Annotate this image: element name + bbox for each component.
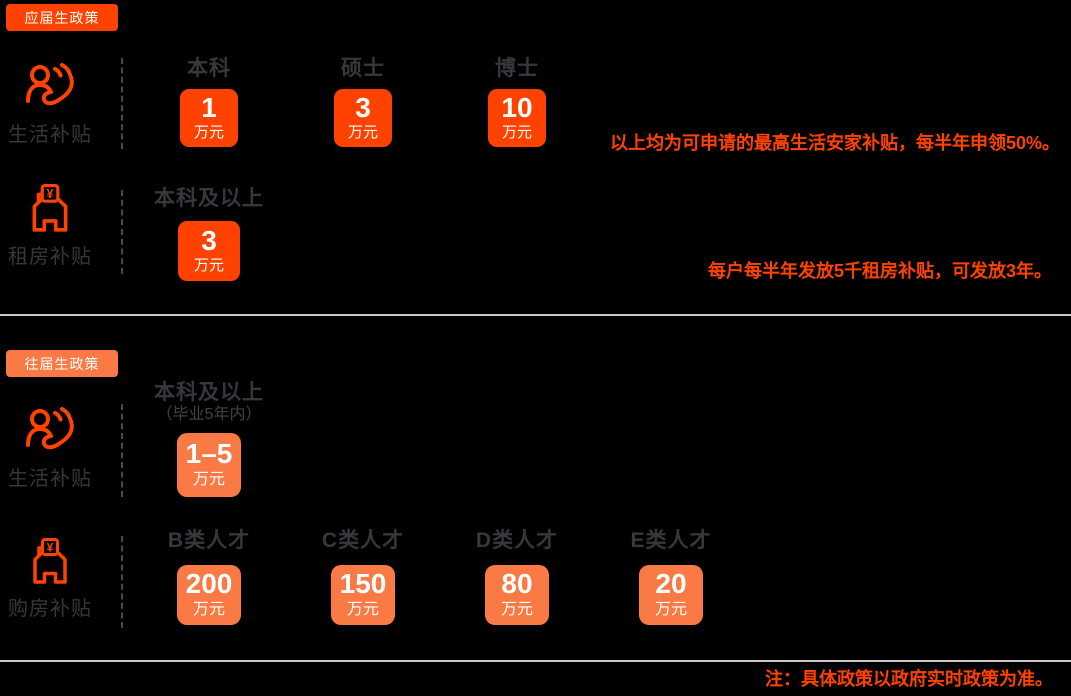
row-label: 生活补贴 xyxy=(8,124,92,146)
degree-label: 本科及以上 xyxy=(154,187,264,210)
degree-column: 博士 10 万元 xyxy=(440,57,594,147)
previous-graduates-badge: 往届生政策 xyxy=(6,350,118,377)
subsidy-value-box: 80 万元 xyxy=(485,565,549,625)
living-subsidy-columns-1: 本科 1 万元 硕士 3 万元 博士 10 万元 xyxy=(132,57,594,147)
subsidy-value-box: 20 万元 xyxy=(639,565,703,625)
subsidy-amount: 150 xyxy=(339,568,387,599)
subsidy-value-box: 1 万元 xyxy=(180,89,238,147)
row-label: 租房补贴 xyxy=(8,246,92,268)
talent-column: B类人才 200 万元 xyxy=(132,529,286,625)
talent-column: E类人才 20 万元 xyxy=(594,529,748,625)
subsidy-amount: 1 xyxy=(201,92,217,123)
house-yuan-icon: ¥ xyxy=(32,184,68,232)
talent-label: D类人才 xyxy=(475,529,559,552)
subsidy-value-box: 1–5 万元 xyxy=(177,433,241,497)
subsidy-value-box: 150 万元 xyxy=(331,565,395,625)
subsidy-amount: 200 xyxy=(185,568,233,599)
subsidy-unit: 万元 xyxy=(501,124,532,141)
talent-column: C类人才 150 万元 xyxy=(286,529,440,625)
dashed-separator xyxy=(121,58,123,149)
degree-column: 本科及以上 （毕业5年内） 1–5 万元 xyxy=(132,381,286,497)
rent-subsidy-note: 每户每半年发放5千租房补贴，可发放3年。 xyxy=(707,261,1052,281)
section-divider-line xyxy=(0,660,1071,662)
talent-label: B类人才 xyxy=(167,529,251,552)
talent-label: E类人才 xyxy=(630,529,712,552)
subsidy-value-box: 10 万元 xyxy=(488,89,546,147)
rent-subsidy-legend: ¥ 租房补贴 xyxy=(0,184,100,269)
subsidy-unit: 万元 xyxy=(193,257,224,274)
subsidy-unit: 万元 xyxy=(347,124,378,141)
degree-column: 本科 1 万元 xyxy=(132,57,286,147)
dashed-separator xyxy=(121,536,123,628)
row-label: 购房补贴 xyxy=(8,598,92,620)
svg-text:¥: ¥ xyxy=(47,541,54,555)
people-care-icon xyxy=(26,63,74,106)
degree-label: 本科 xyxy=(187,57,231,80)
row-label: 生活补贴 xyxy=(8,468,92,490)
dashed-separator xyxy=(121,404,123,497)
subsidy-amount: 1–5 xyxy=(185,438,233,469)
living-subsidy-legend-2: 生活补贴 xyxy=(0,404,100,491)
talent-column: D类人才 80 万元 xyxy=(440,529,594,625)
subsidy-unit: 万元 xyxy=(193,124,224,141)
degree-label: 本科及以上 xyxy=(154,381,264,404)
subsidy-unit: 万元 xyxy=(654,601,687,618)
footnote: 注：具体政策以政府实时政策为准。 xyxy=(765,669,1053,689)
subsidy-value-box: 3 万元 xyxy=(334,89,392,147)
degree-sublabel: （毕业5年内） xyxy=(156,406,262,423)
degree-label: 硕士 xyxy=(341,57,385,80)
rent-subsidy-columns: 本科及以上 3 万元 xyxy=(132,187,286,281)
subsidy-unit: 万元 xyxy=(346,601,379,618)
subsidy-unit: 万元 xyxy=(192,601,225,618)
svg-text:¥: ¥ xyxy=(47,187,54,201)
degree-column: 本科及以上 3 万元 xyxy=(132,187,286,281)
degree-column: 硕士 3 万元 xyxy=(286,57,440,147)
living-subsidy-note: 以上均为可申请的最高生活安家补贴，每半年申领50%。 xyxy=(609,133,1060,153)
subsidy-unit: 万元 xyxy=(192,471,225,488)
fresh-graduates-badge: 应届生政策 xyxy=(6,4,118,31)
talent-label: C类人才 xyxy=(321,529,405,552)
subsidy-value-box: 200 万元 xyxy=(177,565,241,625)
subsidy-amount: 10 xyxy=(501,92,533,123)
house-yuan-icon: ¥ xyxy=(33,538,67,584)
subsidy-value-box: 3 万元 xyxy=(178,221,240,281)
dashed-separator xyxy=(121,190,123,274)
subsidy-amount: 3 xyxy=(201,225,217,256)
subsidy-amount: 80 xyxy=(501,568,533,599)
people-care-icon xyxy=(26,407,74,450)
living-subsidy-legend-1: 生活补贴 xyxy=(0,60,100,147)
subsidy-amount: 20 xyxy=(655,568,687,599)
purchase-subsidy-columns: B类人才 200 万元 C类人才 150 万元 D类人才 80 万元 E类人才 … xyxy=(132,529,748,625)
section-divider-line xyxy=(0,314,1071,316)
living-subsidy-columns-2: 本科及以上 （毕业5年内） 1–5 万元 xyxy=(132,381,286,497)
subsidy-amount: 3 xyxy=(355,92,371,123)
degree-label: 博士 xyxy=(495,57,539,80)
purchase-subsidy-legend: ¥ 购房补贴 xyxy=(0,538,100,621)
subsidy-unit: 万元 xyxy=(500,601,533,618)
